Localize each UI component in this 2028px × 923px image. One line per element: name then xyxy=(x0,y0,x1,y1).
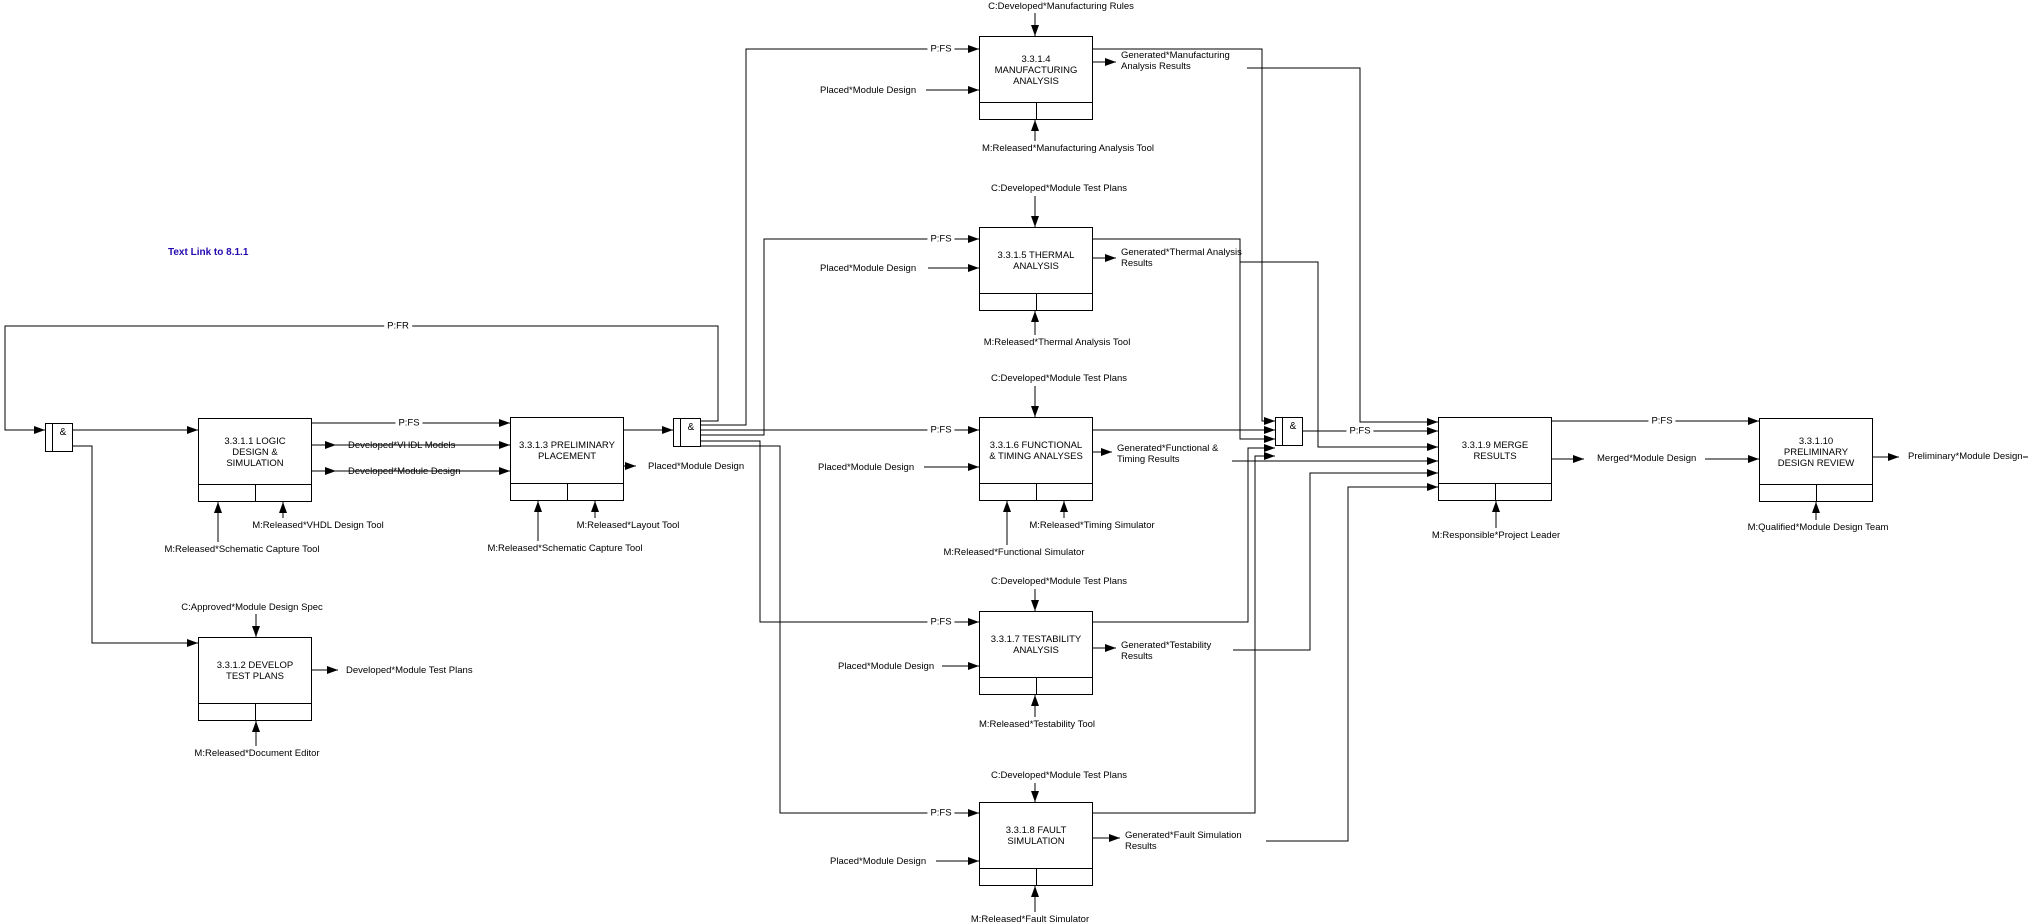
mechanism-label-thermal-analysis-tool: M:Released*Thermal Analysis Tool xyxy=(983,337,1131,348)
process-title: 3.3.1.1 LOGIC DESIGN & SIMULATION xyxy=(224,435,286,469)
control-label-module-test-plans-p8: C:Developed*Module Test Plans xyxy=(990,770,1128,781)
process-title: 3.3.1.3 PRELIMINARY PLACEMENT xyxy=(519,440,615,462)
and-junction-label: & xyxy=(59,427,67,438)
mechanism-strip xyxy=(980,102,1092,119)
and-junction-label: & xyxy=(1289,421,1297,432)
process-3.3.1.1-logic-design-simulation[interactable]: 3.3.1.1 LOGIC DESIGN & SIMULATION xyxy=(198,418,312,502)
mechanism-label-functional-simulator: M:Released*Functional Simulator xyxy=(943,547,1085,558)
flow-pfr-feedback xyxy=(4,325,719,434)
process-title: 3.3.1.2 DEVELOP TEST PLANS xyxy=(216,660,294,682)
flow-label-developed-module-test-plans: Developed*Module Test Plans xyxy=(346,665,473,676)
control-label-module-test-plans-p7: C:Developed*Module Test Plans xyxy=(990,576,1128,587)
flow-label-placed-module-design-p6: Placed*Module Design xyxy=(818,462,915,473)
process-3.3.1.4-manufacturing-analysis[interactable]: 3.3.1.4 MANUFACTURING ANALYSIS xyxy=(979,36,1093,120)
flow-results-to-merge xyxy=(1093,58,1438,842)
mechanism-label-project-leader: M:Responsible*Project Leader xyxy=(1431,530,1561,541)
mechanism-label-schematic-capture-p1: M:Released*Schematic Capture Tool xyxy=(164,544,320,555)
mechanism-strip xyxy=(980,868,1092,885)
flow-label-generated-testability: Generated*Testability Results xyxy=(1121,640,1212,662)
process-title: 3.3.1.5 THERMAL ANALYSIS xyxy=(997,250,1075,272)
mechanism-label-timing-simulator: M:Released*Timing Simulator xyxy=(1029,520,1155,531)
flow-label-developed-vhdl-models: Developed*VHDL Models xyxy=(348,440,456,451)
flow-label-generated-manufacturing: Generated*Manufacturing Analysis Results xyxy=(1121,50,1230,72)
mechanism-label-vhdl-design-tool: M:Released*VHDL Design Tool xyxy=(252,520,384,531)
control-label-module-design-spec: C:Approved*Module Design Spec xyxy=(181,602,323,613)
flow-label-preliminary-module-design: Preliminary*Module Design xyxy=(1908,451,2023,462)
flow-label-generated-fault: Generated*Fault Simulation Results xyxy=(1125,830,1242,852)
process-3.3.1.3-preliminary-placement[interactable]: 3.3.1.3 PRELIMINARY PLACEMENT xyxy=(510,417,624,501)
process-title: 3.3.1.7 TESTABILITY ANALYSIS xyxy=(990,634,1082,656)
process-3.3.1.6-functional-timing-analyses[interactable]: 3.3.1.6 FUNCTIONAL & TIMING ANALYSES xyxy=(979,417,1093,501)
process-3.3.1.10-preliminary-design-review[interactable]: 3.3.1.10 PRELIMINARY DESIGN REVIEW xyxy=(1759,418,1873,502)
flow-label-pfs-p7: P:FS xyxy=(927,616,955,628)
flow-label-generated-thermal: Generated*Thermal Analysis Results xyxy=(1121,247,1242,269)
flow-label-merged-module-design: Merged*Module Design xyxy=(1597,453,1697,464)
mechanism-strip xyxy=(199,484,311,501)
mechanism-strip xyxy=(980,293,1092,310)
and-junction-label: & xyxy=(687,422,695,433)
mechanism-label-document-editor: M:Released*Document Editor xyxy=(194,748,320,759)
flow-label-pfr: P:FR xyxy=(384,320,412,332)
process-3.3.1.5-thermal-analysis[interactable]: 3.3.1.5 THERMAL ANALYSIS xyxy=(979,227,1093,311)
mechanism-label-manufacturing-analysis-tool: M:Released*Manufacturing Analysis Tool xyxy=(982,143,1154,154)
process-3.3.1.2-develop-test-plans[interactable]: 3.3.1.2 DEVELOP TEST PLANS xyxy=(198,637,312,721)
control-label-module-test-plans-p5: C:Developed*Module Test Plans xyxy=(990,183,1128,194)
mechanism-label-schematic-capture-p3: M:Released*Schematic Capture Tool xyxy=(487,543,643,554)
process-3.3.1.7-testability-analysis[interactable]: 3.3.1.7 TESTABILITY ANALYSIS xyxy=(979,611,1093,695)
mechanism-strip xyxy=(1760,484,1872,501)
mechanism-label-fault-simulator: M:Released*Fault Simulator xyxy=(970,914,1090,923)
flow-control-arrows xyxy=(252,13,1039,802)
control-label-manufacturing-rules: C:Developed*Manufacturing Rules xyxy=(988,1,1134,12)
mechanism-strip xyxy=(511,483,623,500)
mechanism-label-testability-tool: M:Released*Testability Tool xyxy=(979,719,1095,730)
flow-label-developed-module-design: Developed*Module Design xyxy=(348,466,461,477)
mechanism-label-layout-tool: M:Released*Layout Tool xyxy=(576,520,680,531)
flow-label-pfs-p8: P:FS xyxy=(927,807,955,819)
mechanism-strip xyxy=(1439,483,1551,500)
flow-junction1-outputs xyxy=(73,426,198,647)
process-title: 3.3.1.8 FAULT SIMULATION xyxy=(1005,825,1067,847)
flow-label-pfs-junction3: P:FS xyxy=(1346,425,1374,437)
control-label-module-test-plans-p6: C:Developed*Module Test Plans xyxy=(990,373,1128,384)
mechanism-strip xyxy=(199,703,311,720)
flow-label-pfs-p5: P:FS xyxy=(927,233,955,245)
flow-label-placed-module-design-out: Placed*Module Design xyxy=(648,461,745,472)
process-title: 3.3.1.4 MANUFACTURING ANALYSIS xyxy=(994,53,1078,87)
flow-completion-to-junction3 xyxy=(1093,48,1275,814)
flow-label-placed-module-design-p7: Placed*Module Design xyxy=(838,661,935,672)
mechanism-strip xyxy=(980,483,1092,500)
mechanism-strip xyxy=(980,677,1092,694)
text-link-8.1.1[interactable]: Text Link to 8.1.1 xyxy=(168,247,249,258)
process-3.3.1.8-fault-simulation[interactable]: 3.3.1.8 FAULT SIMULATION xyxy=(979,802,1093,886)
and-junction-3[interactable]: & xyxy=(1275,417,1303,446)
and-junction-2[interactable]: & xyxy=(673,418,701,447)
flow-label-placed-module-design-p8: Placed*Module Design xyxy=(830,856,927,867)
flow-mechanism-arrows xyxy=(214,120,1820,912)
flow-placed-inputs xyxy=(924,86,979,865)
process-title: 3.3.1.9 MERGE RESULTS xyxy=(1461,440,1529,462)
process-title: 3.3.1.6 FUNCTIONAL & TIMING ANALYSES xyxy=(989,440,1083,462)
flow-label-pfs-p1-p3: P:FS xyxy=(395,417,423,429)
and-junction-1[interactable]: & xyxy=(45,423,73,452)
flow-label-placed-module-design-p4: Placed*Module Design xyxy=(820,85,917,96)
flow-p3-outputs xyxy=(624,426,673,470)
flow-label-pfs-p6: P:FS xyxy=(927,424,955,436)
mechanism-label-module-design-team: M:Qualified*Module Design Team xyxy=(1747,522,1889,533)
flow-label-pfs-p4: P:FS xyxy=(927,43,955,55)
flow-label-placed-module-design-p5: Placed*Module Design xyxy=(820,263,917,274)
process-3.3.1.9-merge-results[interactable]: 3.3.1.9 MERGE RESULTS xyxy=(1438,417,1552,501)
flow-label-pfs-p9-p10: P:FS xyxy=(1648,415,1676,427)
flow-label-generated-functional: Generated*Functional & Timing Results xyxy=(1117,443,1219,465)
process-title: 3.3.1.10 PRELIMINARY DESIGN REVIEW xyxy=(1777,435,1855,469)
